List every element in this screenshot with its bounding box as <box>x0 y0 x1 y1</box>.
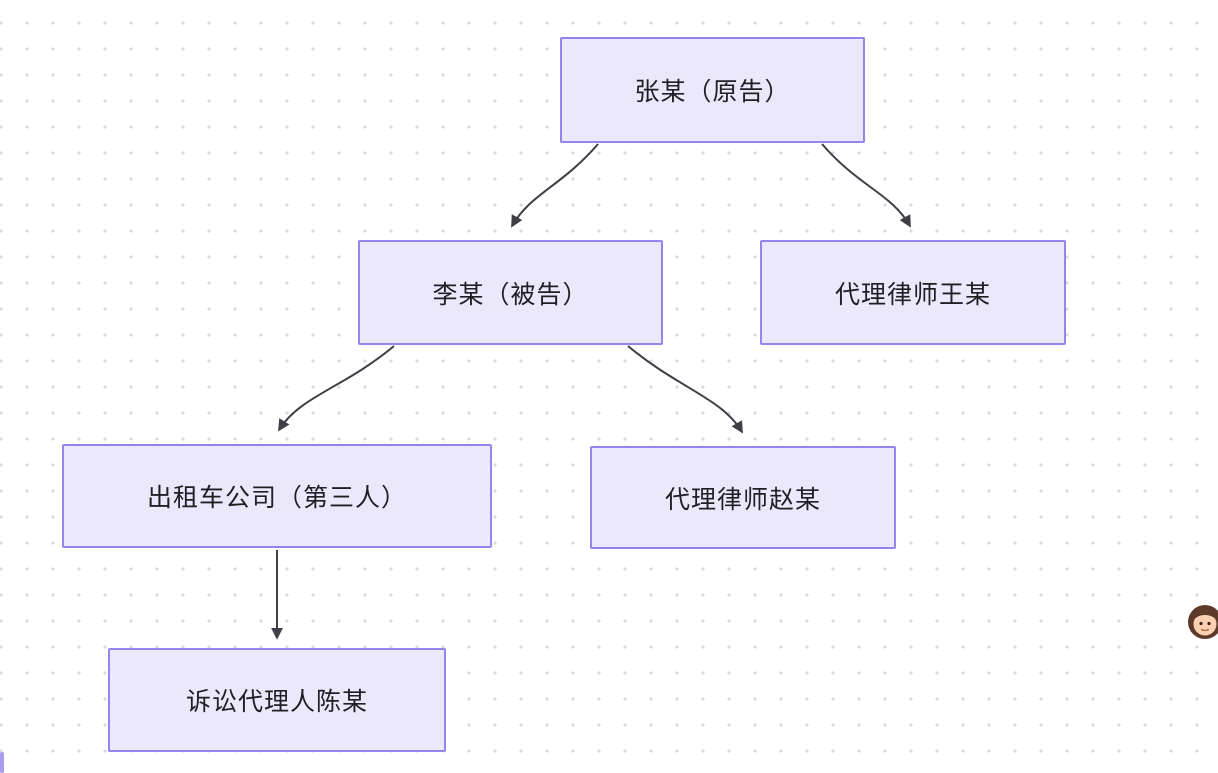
node-defendant[interactable]: 李某（被告） <box>358 240 663 345</box>
edge-plaintiff-to-defendant[interactable] <box>511 143 599 228</box>
node-lawyer-wang-label: 代理律师王某 <box>834 280 991 309</box>
node-agent-chen[interactable]: 诉讼代理人陈某 <box>108 648 446 752</box>
node-plaintiff-label: 张某（原告） <box>634 78 791 106</box>
node-lawyer-zhao[interactable]: 代理律师赵某 <box>590 446 896 549</box>
collaborator-avatar-icon[interactable] <box>1186 603 1218 641</box>
node-lawyer-wang[interactable]: 代理律师王某 <box>760 240 1066 345</box>
node-taxi-company-label: 出租车公司（第三人） <box>146 484 407 512</box>
node-plaintiff[interactable]: 张某（原告） <box>560 37 865 143</box>
edge-plaintiff-to-lawyer-wang[interactable] <box>821 143 911 228</box>
edge-defendant-to-taxi-company[interactable] <box>278 345 395 432</box>
vertical-scrollbar[interactable] <box>0 752 4 773</box>
node-agent-chen-label: 诉讼代理人陈某 <box>185 688 368 716</box>
edge-defendant-to-lawyer-zhao[interactable] <box>627 345 743 434</box>
node-taxi-company[interactable]: 出租车公司（第三人） <box>62 444 492 548</box>
node-lawyer-zhao-label: 代理律师赵某 <box>664 485 821 514</box>
node-defendant-label: 李某（被告） <box>432 280 589 309</box>
